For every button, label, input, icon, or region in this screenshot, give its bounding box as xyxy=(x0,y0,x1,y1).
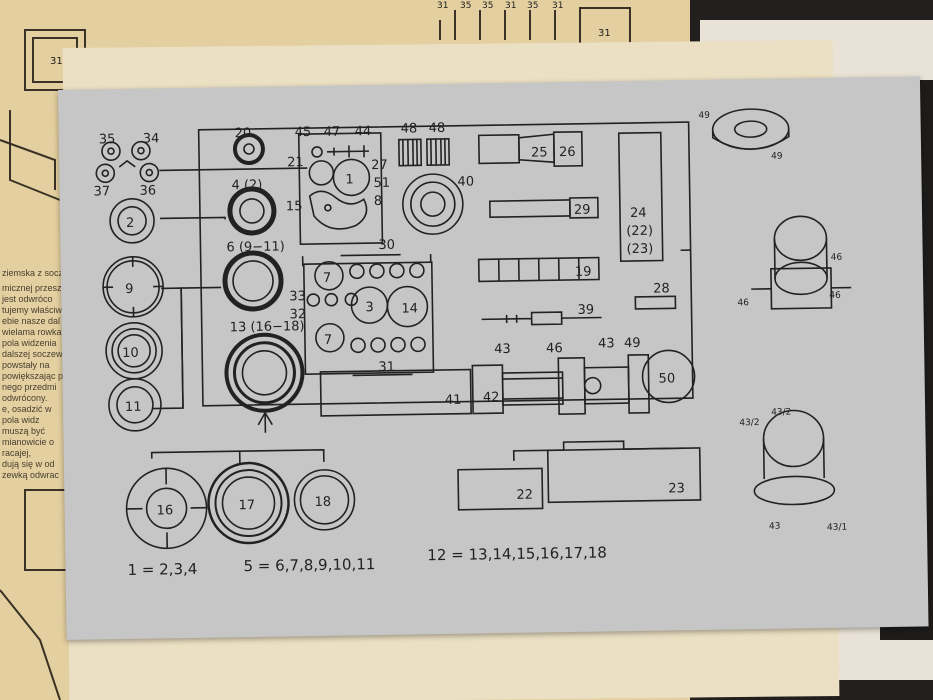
label-41: 41 xyxy=(445,393,462,408)
label-48b: 48 xyxy=(429,121,446,136)
label-16: 16 xyxy=(157,503,174,518)
label-43a: 43 xyxy=(494,342,511,357)
label-21: 21 xyxy=(287,155,304,170)
part-31-label-bg2: 31 xyxy=(598,28,611,39)
label-19: 19 xyxy=(575,265,592,280)
label-27: 27 xyxy=(371,158,388,173)
label-11: 11 xyxy=(125,400,142,415)
label-50: 50 xyxy=(658,371,675,386)
label-35: 35 xyxy=(99,132,116,147)
scale-number: 31 xyxy=(552,1,563,11)
label-46-mid: 46 xyxy=(829,291,841,301)
scale-number: 35 xyxy=(527,1,538,11)
label-49-br: 49 xyxy=(771,152,783,162)
label-51: 51 xyxy=(373,176,390,191)
label-14: 14 xyxy=(401,301,418,316)
label-43-1: 43/1 xyxy=(827,523,847,533)
label-1: 1 xyxy=(345,172,354,187)
parts-diagram: 35 34 37 36 20 45 47 44 48 48 21 27 51 1… xyxy=(93,108,852,579)
label-4-2: 4 (2) xyxy=(231,178,262,193)
label-45: 45 xyxy=(295,125,312,140)
label-46-left: 46 xyxy=(737,298,749,308)
label-23-paren: (23) xyxy=(626,242,653,257)
label-36: 36 xyxy=(139,183,156,198)
label-31: 31 xyxy=(378,360,395,375)
label-7a: 7 xyxy=(323,271,332,286)
label-2: 2 xyxy=(126,216,135,231)
label-22-paren: (22) xyxy=(626,224,653,239)
equation-12: 12 = 13,14,15,16,17,18 xyxy=(427,543,607,564)
label-3: 3 xyxy=(365,300,374,315)
label-34: 34 xyxy=(143,131,160,146)
label-39: 39 xyxy=(577,303,594,318)
label-46a: 46 xyxy=(546,341,563,356)
booklet-text-block: ziemska z socze micznej przeszk jest odw… xyxy=(2,268,69,480)
label-43b: 43 xyxy=(598,336,615,351)
label-20: 20 xyxy=(235,126,252,141)
label-37: 37 xyxy=(93,184,110,199)
parts-diagram-card: 35 34 37 36 20 45 47 44 48 48 21 27 51 1… xyxy=(58,76,929,640)
label-25: 25 xyxy=(531,145,548,160)
label-32: 32 xyxy=(289,307,306,322)
label-23: 23 xyxy=(668,481,685,496)
scale-number: 31 xyxy=(437,1,448,11)
label-43c: 43 xyxy=(769,522,781,532)
label-10: 10 xyxy=(122,346,139,361)
label-22: 22 xyxy=(516,488,533,503)
equation-5: 5 = 6,7,8,9,10,11 xyxy=(243,555,375,575)
equation-1: 1 = 2,3,4 xyxy=(127,560,197,579)
label-49-tl: 49 xyxy=(698,111,710,121)
scale-number: 35 xyxy=(482,1,493,11)
label-6: 6 (9−11) xyxy=(226,239,284,255)
label-48a: 48 xyxy=(401,121,418,136)
label-43-2b: 43/2 xyxy=(771,408,791,418)
label-8: 8 xyxy=(374,194,383,209)
label-43-2a: 43/2 xyxy=(739,418,759,428)
label-7b: 7 xyxy=(324,333,333,348)
label-42: 42 xyxy=(483,390,500,405)
label-13: 13 (16−18) xyxy=(230,319,305,335)
label-33: 33 xyxy=(289,289,306,304)
label-24: 24 xyxy=(630,206,647,221)
label-17: 17 xyxy=(238,498,255,513)
label-9: 9 xyxy=(125,282,134,297)
scale-number: 31 xyxy=(505,1,516,11)
label-26: 26 xyxy=(559,145,576,160)
part-31-label-bg: 31 xyxy=(50,56,63,67)
label-46-right: 46 xyxy=(831,253,843,263)
label-29: 29 xyxy=(574,203,591,218)
label-15: 15 xyxy=(286,199,303,214)
label-28: 28 xyxy=(653,281,670,296)
label-30: 30 xyxy=(378,238,395,253)
label-44: 44 xyxy=(355,124,372,139)
label-47: 47 xyxy=(324,125,341,140)
label-49a: 49 xyxy=(624,336,641,351)
label-18: 18 xyxy=(314,495,331,510)
scale-number: 35 xyxy=(460,1,471,11)
label-40: 40 xyxy=(457,174,474,189)
